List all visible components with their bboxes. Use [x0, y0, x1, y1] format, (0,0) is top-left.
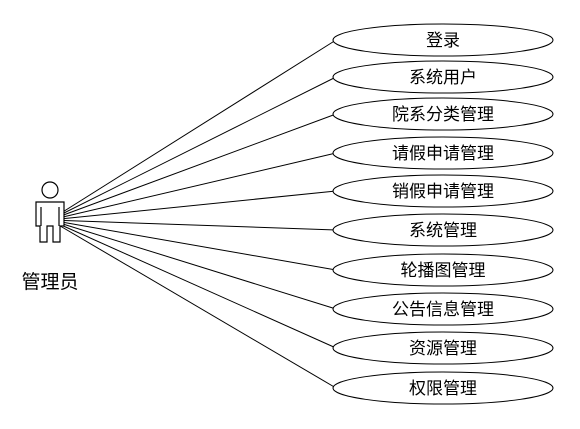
actor: 管理员 [21, 181, 79, 293]
use-case-resource-management: 资源管理 [332, 331, 554, 365]
use-case-permission-management: 权限管理 [332, 371, 554, 405]
use-case-system-users: 系统用户 [332, 60, 554, 94]
association-line [49, 219, 337, 310]
association-line [49, 152, 337, 221]
use-case-label: 院系分类管理 [392, 105, 494, 125]
association-line [49, 219, 337, 271]
use-case-system-management: 系统管理 [332, 213, 554, 247]
use-case-label: 轮播图管理 [401, 261, 486, 281]
use-case-announcement-management: 公告信息管理 [332, 292, 554, 326]
use-case-label: 资源管理 [409, 339, 477, 359]
association-line [49, 113, 337, 221]
stick-figure-actor-icon [35, 181, 65, 243]
association-line [49, 219, 337, 231]
use-case-carousel-management: 轮播图管理 [332, 253, 554, 287]
use-cases: 登录 系统用户 院系分类管理 请假申请管理 销假申请管理 系统管理 轮播图管理 [332, 23, 554, 405]
association-lines [49, 39, 337, 389]
use-case-login: 登录 [332, 23, 554, 57]
association-line [49, 190, 337, 221]
association-line [49, 39, 337, 221]
use-case-label: 销假申请管理 [392, 182, 494, 202]
use-case-label: 系统用户 [409, 68, 477, 88]
use-case-label: 请假申请管理 [392, 144, 494, 164]
use-case-label: 权限管理 [409, 379, 477, 399]
use-case-department-category-management: 院系分类管理 [332, 97, 554, 131]
use-case-label: 系统管理 [409, 221, 477, 241]
actor-label: 管理员 [21, 271, 78, 293]
use-case-label: 公告信息管理 [392, 300, 494, 320]
use-case-label: 登录 [426, 31, 460, 51]
use-case-leave-request-management: 请假申请管理 [332, 136, 554, 170]
association-line [49, 76, 337, 221]
association-line [49, 219, 337, 389]
use-case-leave-cancel-management: 销假申请管理 [332, 174, 554, 208]
association-line [49, 219, 337, 349]
